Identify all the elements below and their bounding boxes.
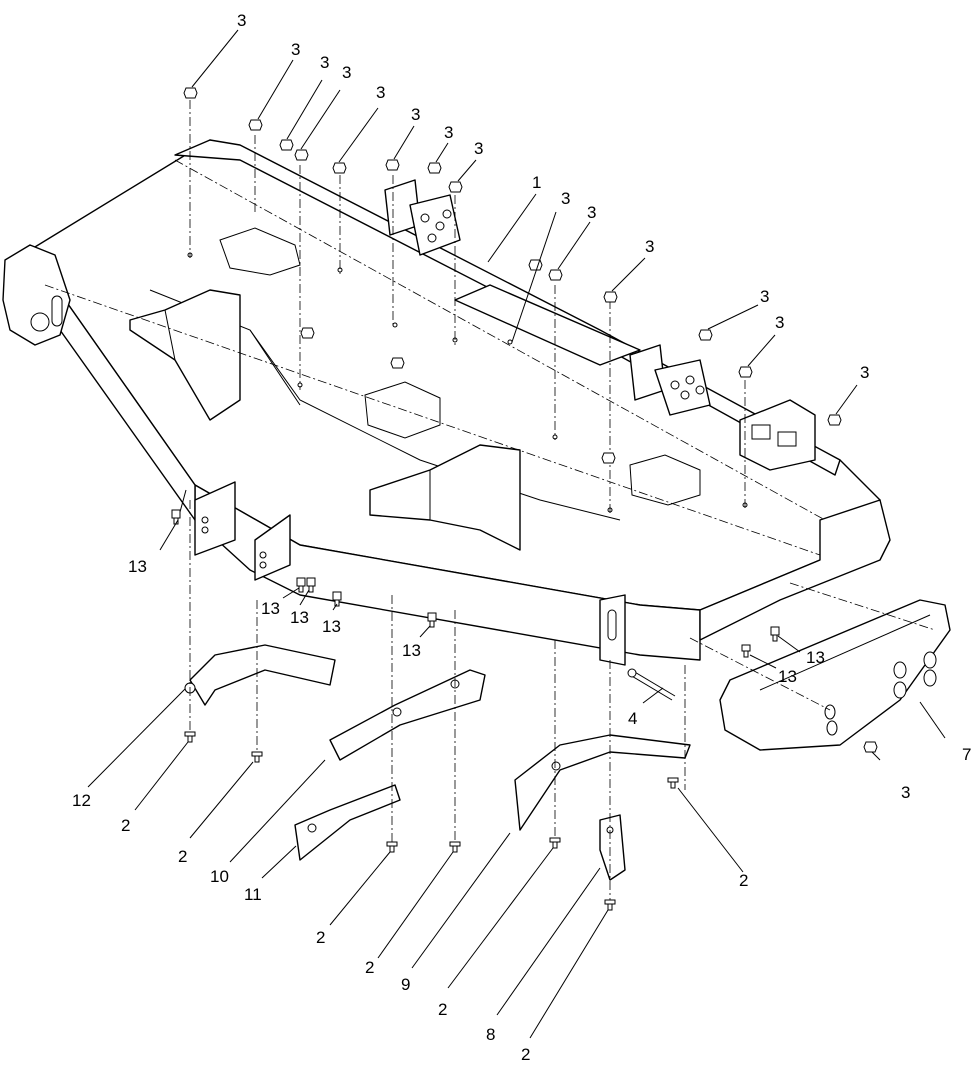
bolts-2 xyxy=(184,731,679,911)
callout-13: 13 xyxy=(778,667,797,686)
callout-8: 8 xyxy=(486,1025,495,1044)
callout-9: 9 xyxy=(401,975,410,994)
callout-3: 3 xyxy=(860,363,869,382)
callout-2: 2 xyxy=(521,1045,530,1064)
callout-2: 2 xyxy=(739,871,748,890)
callout-3: 3 xyxy=(901,783,910,802)
callout-3: 3 xyxy=(760,287,769,306)
callout-3: 3 xyxy=(587,203,596,222)
callout-10: 10 xyxy=(210,867,229,886)
callout-2: 2 xyxy=(365,958,374,977)
callout-3: 3 xyxy=(291,40,300,59)
callout-12: 12 xyxy=(72,791,91,810)
callout-13: 13 xyxy=(128,557,147,576)
callout-3: 3 xyxy=(376,83,385,102)
callout-3: 3 xyxy=(474,139,483,158)
callout-13: 13 xyxy=(290,608,309,627)
callout-3: 3 xyxy=(645,237,654,256)
callout-3: 3 xyxy=(237,11,246,30)
callout-3: 3 xyxy=(342,63,351,82)
baffle-11 xyxy=(294,784,401,861)
assembly-lines xyxy=(189,100,936,905)
callout-13: 13 xyxy=(261,599,280,618)
nuts-3 xyxy=(183,87,878,753)
callout-4: 4 xyxy=(628,709,637,728)
baffle-10 xyxy=(329,669,486,761)
bolts-13 xyxy=(171,509,780,658)
callout-2: 2 xyxy=(178,847,187,866)
callout-13: 13 xyxy=(402,641,421,660)
callout-2: 2 xyxy=(121,816,130,835)
mower-deck xyxy=(2,139,891,666)
bumper-7 xyxy=(719,599,951,751)
callout-3: 3 xyxy=(775,313,784,332)
callout-3: 3 xyxy=(561,189,570,208)
callout-2: 2 xyxy=(316,928,325,947)
bracket-8 xyxy=(599,814,626,881)
leader-lines xyxy=(87,29,946,1039)
callout-7: 7 xyxy=(962,745,971,764)
callout-13: 13 xyxy=(806,648,825,667)
callout-13: 13 xyxy=(322,617,341,636)
callout-2: 2 xyxy=(438,1000,447,1019)
callout-3: 3 xyxy=(411,105,420,124)
callout-labels: 3 3 3 3 3 3 3 3 1 3 3 3 3 3 3 13 13 13 1… xyxy=(72,11,971,1064)
pin-4 xyxy=(627,668,676,701)
callout-1: 1 xyxy=(532,173,541,192)
callout-3: 3 xyxy=(444,123,453,142)
baffle-9 xyxy=(514,734,691,831)
baffle-12 xyxy=(184,644,336,706)
callout-11: 11 xyxy=(244,885,262,904)
callout-3: 3 xyxy=(320,53,329,72)
